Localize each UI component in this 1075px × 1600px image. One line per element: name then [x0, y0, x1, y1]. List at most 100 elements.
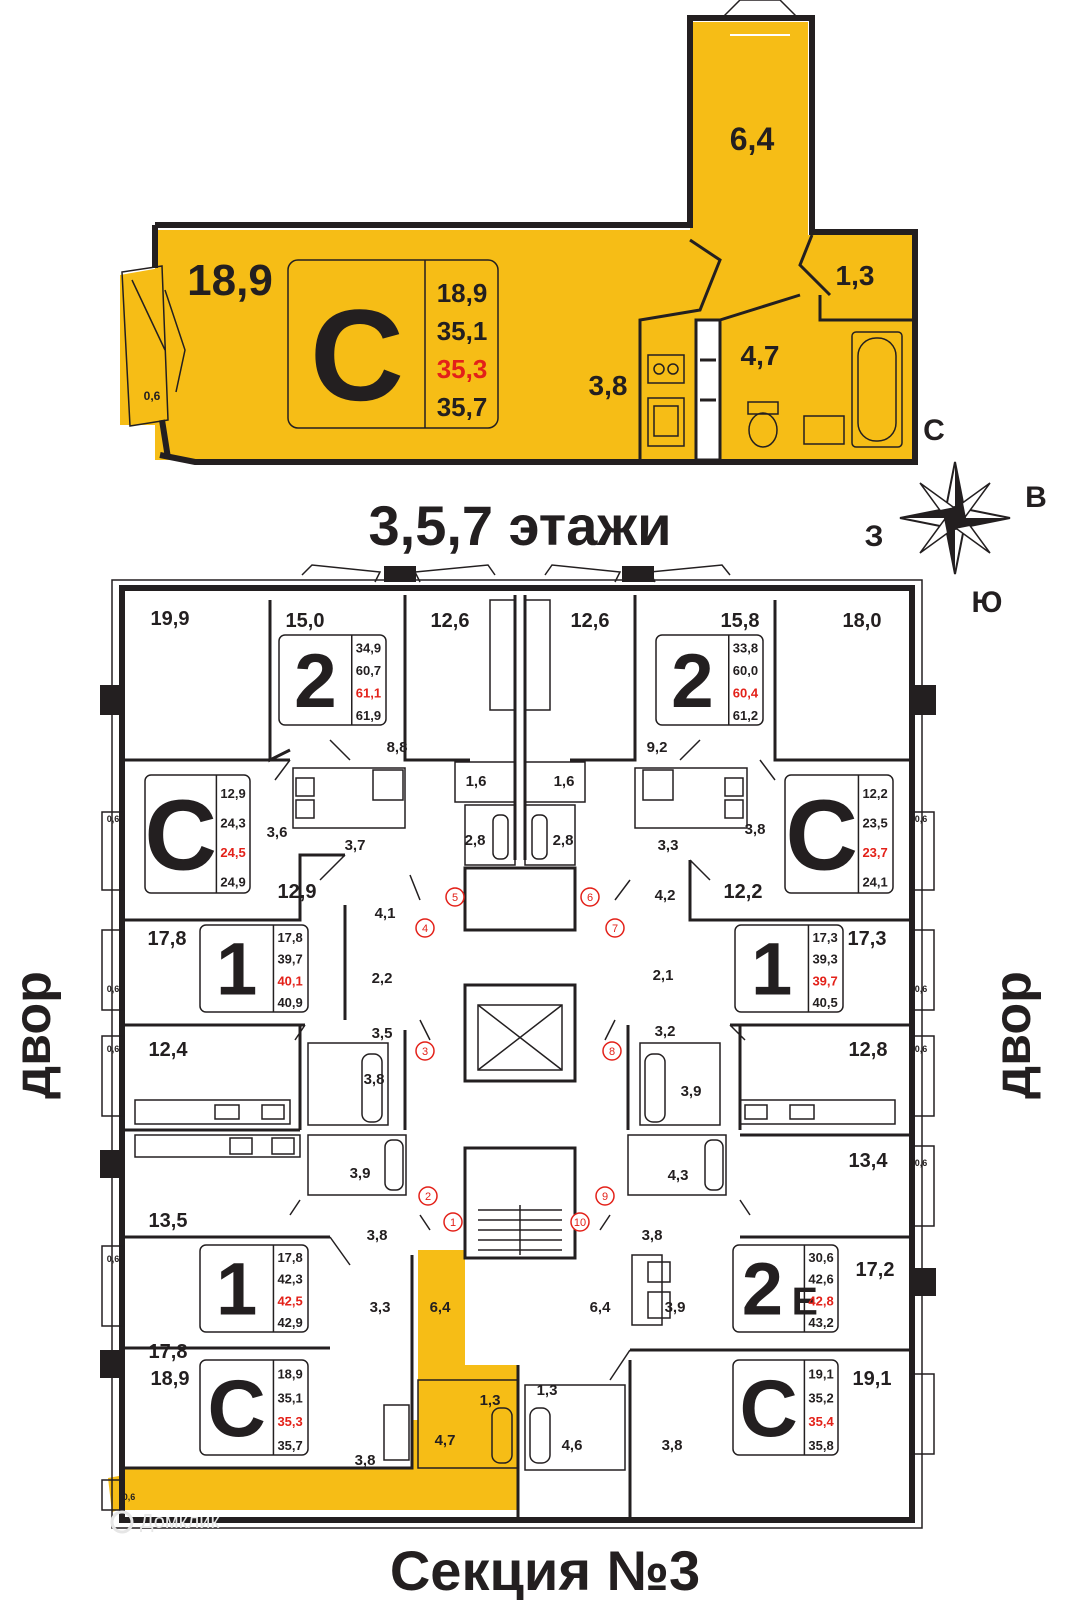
toilet-icon — [747, 401, 779, 448]
detail-area-3: 35,3 — [437, 354, 488, 384]
apartment-area-value: 42,6 — [808, 1272, 833, 1287]
room-area-label: 17,3 — [848, 928, 887, 950]
apartment-type-label: С — [208, 1364, 266, 1454]
room-area-label: 3,9 — [665, 1299, 686, 1316]
room-area-label: 6,4 — [590, 1299, 612, 1316]
svg-text:5: 5 — [452, 892, 458, 904]
room-area-label: 3,2 — [655, 1023, 676, 1040]
room-area-label: 19,9 — [151, 608, 190, 630]
apartment-area-value: 34,9 — [356, 641, 381, 656]
apartment-area-value: 40,9 — [277, 995, 302, 1010]
apartment-area-value: 35,2 — [808, 1390, 833, 1405]
apartment-type-suffix: Е — [792, 1281, 818, 1324]
apartment-area-value: 61,1 — [356, 686, 381, 701]
partition-walls — [122, 595, 912, 1520]
detail-plan: 18,9 0,6 3,8 4,7 1,3 6,4 С 18,9 35,1 35,… — [120, 0, 918, 465]
balcony-area-label: 0,6 — [915, 1044, 928, 1054]
room-area-label: 3,7 — [345, 837, 366, 854]
apartment-area-value: 40,5 — [812, 995, 837, 1010]
detail-balcony-fill — [120, 268, 160, 425]
apartment-area-value: 61,2 — [733, 708, 758, 723]
section-title: Секция №3 — [390, 1539, 700, 1600]
highlight-apartment-fill — [124, 1250, 518, 1510]
watermark-logo-icon — [110, 1510, 134, 1534]
apartment-type-label: 1 — [216, 1248, 257, 1331]
building-core — [463, 866, 577, 1260]
room-area-label: 17,8 — [148, 928, 187, 950]
apartment-area-value: 17,8 — [277, 1250, 302, 1265]
apartment-type-label: 2 — [742, 1248, 783, 1331]
bath-sink-icon — [803, 415, 845, 445]
detail-balcony — [121, 265, 169, 427]
apartment-area-value: 18,9 — [277, 1367, 302, 1382]
room-area-label: 12,9 — [278, 881, 317, 903]
room-area-label: 12,6 — [431, 610, 470, 632]
apartment-area-value: 35,8 — [808, 1438, 833, 1453]
detail-kitchen-area: 3,8 — [589, 370, 628, 401]
detail-living-area: 18,9 — [187, 256, 273, 305]
room-area-label: 18,9 — [151, 1368, 190, 1390]
room-area-label: 18,0 — [843, 610, 882, 632]
apartment-area-value: 39,7 — [812, 973, 837, 988]
compass-north: С — [923, 414, 945, 447]
apartment-type-label: С — [740, 1364, 798, 1454]
balcony-area-labels: 0,60,60,60,60,60,60,60,60,6 — [107, 814, 928, 1502]
room-area-label: 15,8 — [721, 610, 760, 632]
room-area-label: 2,8 — [553, 832, 574, 849]
room-area-label: 3,8 — [642, 1227, 663, 1244]
room-area-label: 2,2 — [372, 970, 393, 987]
room-area-label: 3,8 — [367, 1227, 388, 1244]
svg-text:7: 7 — [612, 923, 618, 935]
entrance-marker: 10 — [570, 1212, 590, 1232]
room-area-label: 12,8 — [849, 1039, 888, 1061]
balcony-area-label: 0,6 — [915, 984, 928, 994]
room-area-label: 3,5 — [372, 1025, 393, 1042]
room-area-label: 4,6 — [562, 1437, 583, 1454]
detail-outer-wall — [155, 15, 918, 465]
room-area-label: 4,1 — [375, 905, 396, 922]
detail-corridor-area: 6,4 — [730, 121, 775, 157]
core-bathrooms — [292, 761, 748, 1471]
room-area-label: 6,4 — [430, 1299, 452, 1316]
detail-balcony-area: 0,6 — [144, 389, 161, 403]
apartment-area-value: 24,1 — [862, 875, 887, 890]
apartment-area-value: 42,3 — [277, 1272, 302, 1287]
side-label-right: двор — [984, 971, 1042, 1099]
room-area-label: 3,9 — [681, 1083, 702, 1100]
svg-text:4: 4 — [422, 923, 428, 935]
room-area-label: 3,3 — [658, 837, 679, 854]
room-area-label: 3,9 — [350, 1165, 371, 1182]
room-area-label: 1,6 — [466, 773, 487, 790]
svg-text:1: 1 — [450, 1217, 456, 1229]
room-area-label: 3,8 — [662, 1437, 683, 1454]
bathtub-icon — [851, 331, 903, 448]
detail-apartment-fill — [155, 22, 912, 460]
svg-text:6: 6 — [587, 892, 593, 904]
room-area-label: 1,3 — [480, 1392, 501, 1409]
stairs-icon — [478, 1205, 562, 1255]
room-area-label: 3,8 — [355, 1452, 376, 1469]
apartment-type-label: 1 — [751, 928, 792, 1011]
apartment-type-label: 1 — [216, 928, 257, 1011]
right-balconies — [911, 811, 935, 1455]
svg-text:2: 2 — [425, 1191, 431, 1203]
apartment-type-label: 2 — [671, 639, 714, 724]
balcony-area-label: 0,6 — [915, 814, 928, 824]
section-plan — [100, 564, 936, 1529]
side-label-left: двор — [4, 971, 62, 1099]
apartment-area-value: 42,8 — [808, 1293, 833, 1308]
apartment-area-value: 60,4 — [733, 686, 759, 701]
room-area-label: 19,1 — [853, 1368, 892, 1390]
door-swings — [274, 739, 776, 1381]
entrance-marker: 4 — [415, 918, 435, 938]
room-area-label: 3,8 — [364, 1071, 385, 1088]
apartment-area-value: 35,7 — [277, 1438, 302, 1453]
balcony-area-label: 0,6 — [107, 814, 120, 824]
